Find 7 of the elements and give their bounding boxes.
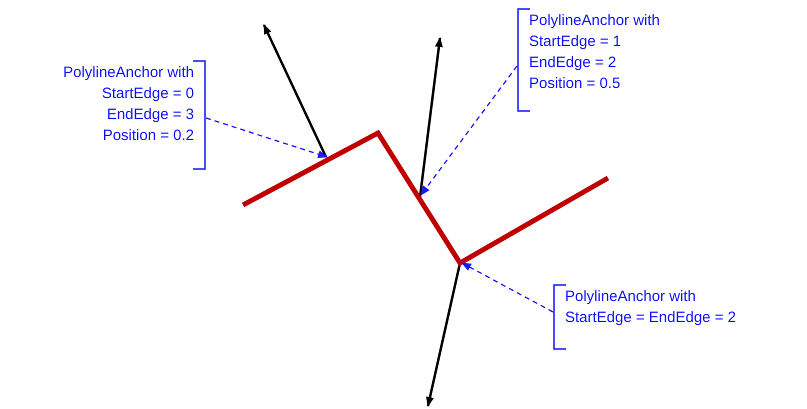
callout-text: PolylineAnchor with StartEdge = 1 EndEdge = 2 Position = 0.5 <box>529 11 660 94</box>
polyline <box>242 130 610 266</box>
leader-line <box>420 66 518 196</box>
leader-line <box>461 262 554 313</box>
callout-text: PolylineAnchor with StartEdge = EndEdge = 2 <box>565 287 736 328</box>
callout-text: PolylineAnchor with StartEdge = 0 EndEdge = 3 Position = 0.2 <box>63 63 194 146</box>
leader-line <box>206 117 328 158</box>
